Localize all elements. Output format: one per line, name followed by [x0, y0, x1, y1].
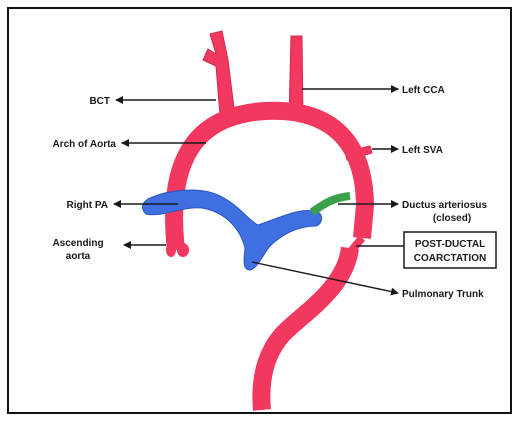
descending-aorta — [261, 248, 350, 410]
label-arch-of-aorta: Arch of Aorta — [52, 139, 116, 150]
label-left-sva: Left SVA — [402, 145, 443, 156]
label-coarctation-2: COARCTATION — [414, 253, 486, 264]
label-right-pa: Right PA — [67, 200, 108, 211]
label-coarctation-1: POST-DUCTAL — [415, 239, 485, 250]
label-ductus-arteriosus-2: (closed) — [433, 213, 471, 224]
label-ascending-aorta-2: aorta — [66, 251, 91, 262]
label-bct: BCT — [89, 96, 110, 107]
label-left-cca: Left CCA — [402, 85, 445, 96]
bct-vessel — [203, 31, 235, 116]
label-ductus-arteriosus-1: Ductus arteriosus — [402, 200, 487, 211]
label-pulmonary-trunk: Pulmonary Trunk — [402, 289, 484, 300]
coarctation-narrowing — [352, 238, 362, 250]
label-ascending-aorta-1: Ascending — [52, 238, 103, 249]
